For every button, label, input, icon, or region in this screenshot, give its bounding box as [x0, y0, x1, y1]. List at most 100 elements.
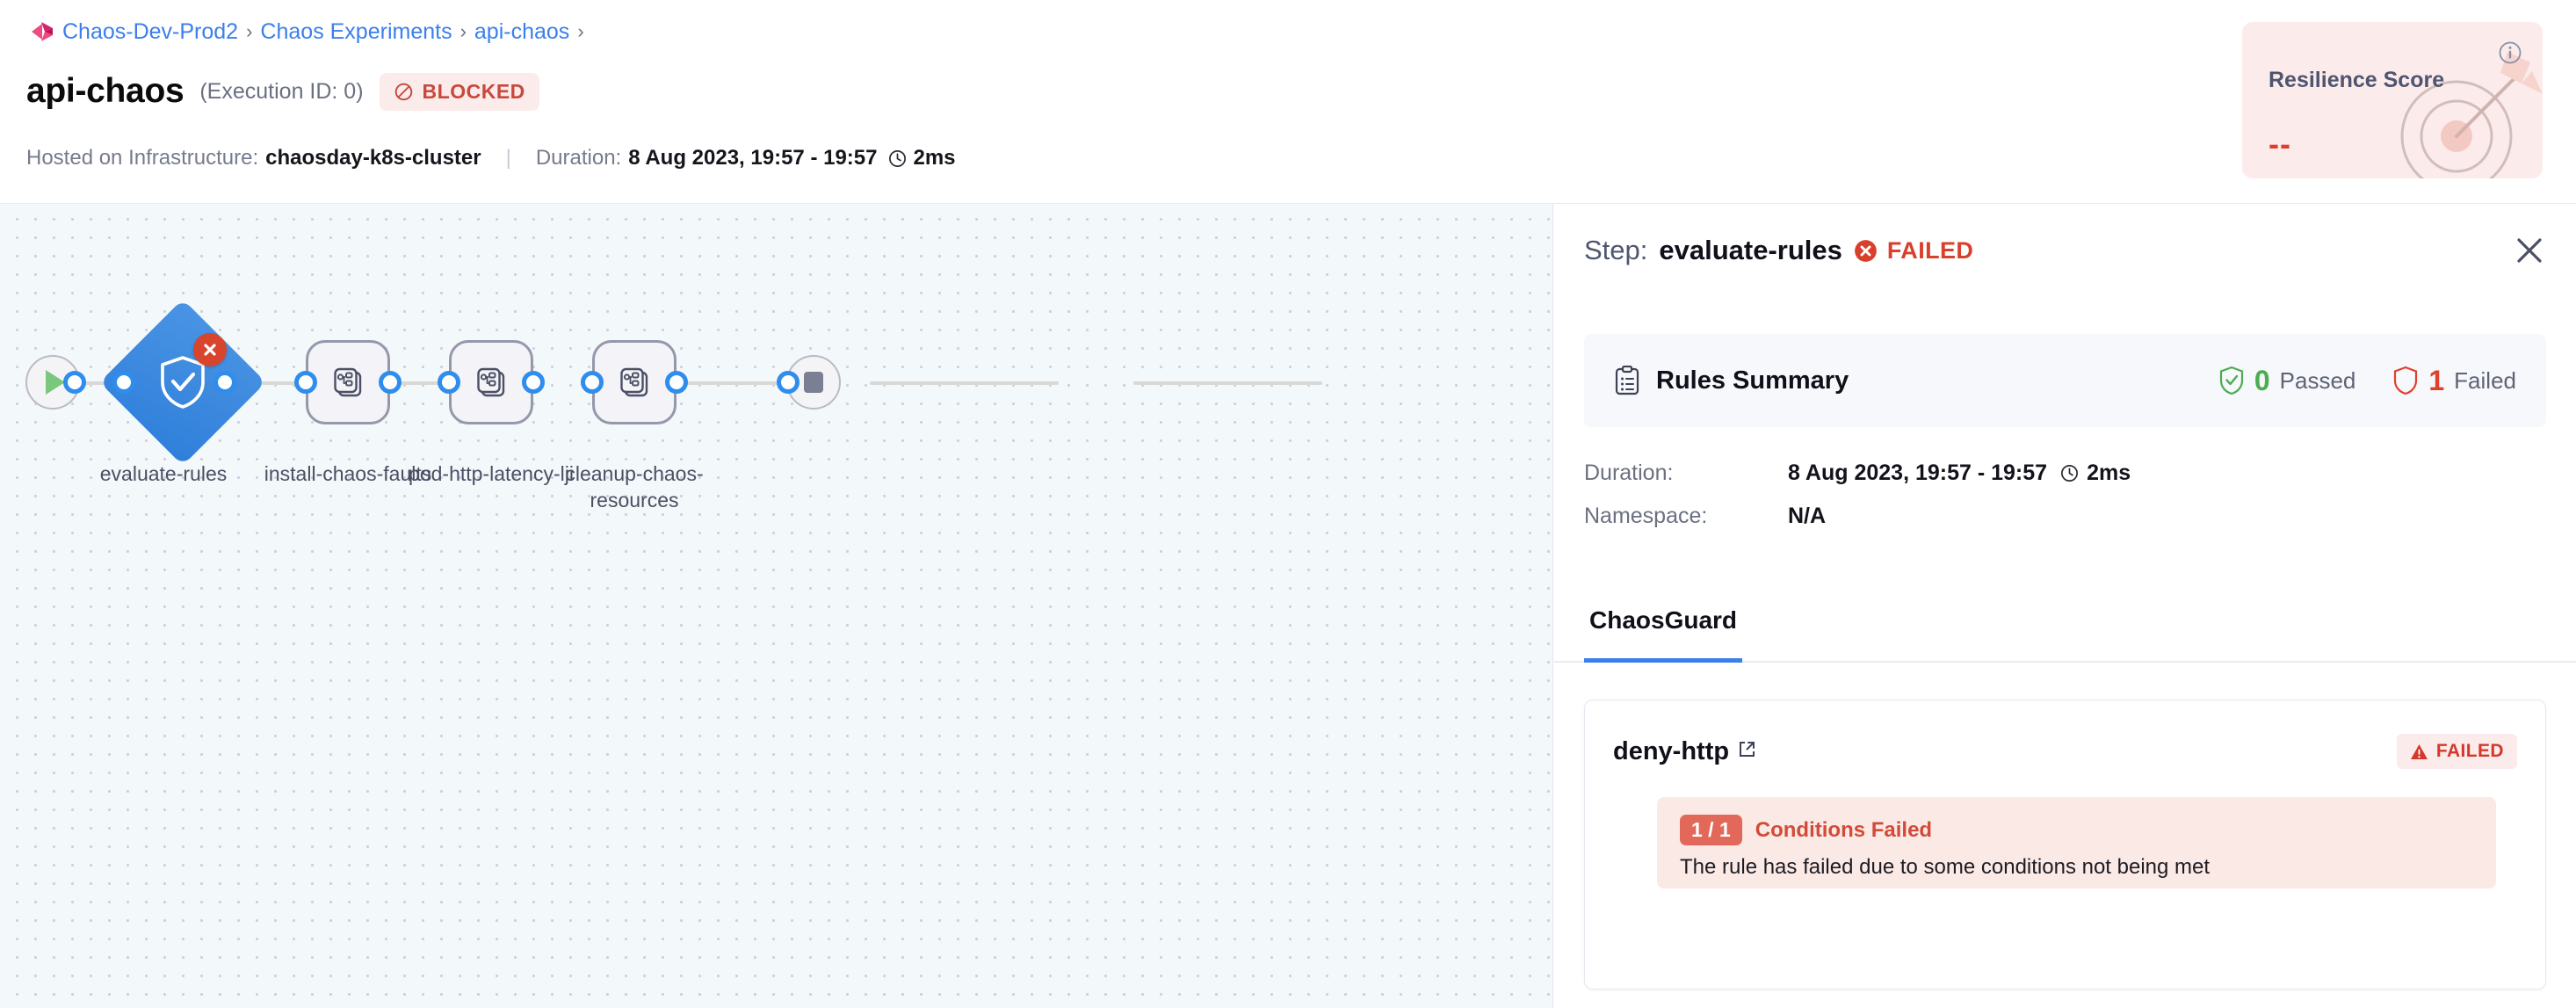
detail-key-duration: Duration: [1584, 460, 1674, 485]
breadcrumb-item-0[interactable]: Chaos-Dev-Prod2 [62, 18, 239, 44]
breadcrumb: Chaos-Dev-Prod2 › Chaos Experiments › ap… [30, 20, 584, 43]
error-x-icon [1855, 239, 1877, 262]
conditions-failed-alert: 1 / 1 Conditions Failed The rule has fai… [1657, 797, 2496, 888]
evaluate-rules-port-out[interactable] [213, 371, 236, 394]
detail-duration-elapsed: 2ms [2087, 460, 2131, 485]
panel-status-label: FAILED [1886, 236, 1974, 264]
error-x-icon [204, 344, 216, 356]
infrastructure-value: chaosday-k8s-cluster [265, 146, 481, 170]
duration-value: 8 Aug 2023, 19:57 - 19:57 [628, 146, 878, 170]
graph-node-label-pod-http-latency-lji: pod-http-latency-lji [409, 462, 574, 485]
step-details-panel: Step: evaluate-rules FAILED [1554, 204, 2576, 1008]
edge-install-to-pod [597, 381, 786, 385]
graph-node-label-evaluate-rules: evaluate-rules [99, 462, 228, 485]
info-icon[interactable] [2497, 40, 2523, 66]
edge-pod-to-cleanup [870, 381, 1059, 385]
external-link-icon[interactable] [1738, 740, 1756, 758]
conditions-failed-count: 1 / 1 [1680, 815, 1742, 845]
shield-check-icon [2219, 366, 2243, 395]
panel-title-prefix: Step: [1584, 235, 1648, 265]
install-chaos-faults-port-in[interactable] [294, 371, 317, 394]
edge-cleanup-to-end [1133, 381, 1322, 385]
clock-icon [889, 149, 907, 167]
chaos-step-icon [334, 367, 362, 397]
resilience-score-card: Resilience Score -- [2242, 22, 2543, 178]
rules-passed-label: Passed [2279, 366, 2356, 394]
panel-tabs: ChaosGuard [1554, 601, 2576, 663]
evaluate-rules-port-in[interactable] [112, 371, 135, 394]
shield-icon [2394, 366, 2418, 395]
rules-passed-stat: 0 Passed [2218, 364, 2356, 397]
resilience-score-value: -- [2268, 126, 2291, 162]
resilience-score-title: Resilience Score [2268, 68, 2445, 92]
breadcrumb-separator: › [246, 20, 253, 42]
harness-chaos-logo-icon [32, 22, 53, 41]
graph-node-install-chaos-faults[interactable] [306, 340, 390, 424]
pipeline-graph-canvas[interactable]: evaluate-rules install-chaos-faults [0, 204, 1553, 1008]
cleanup-chaos-resources-port-in[interactable] [581, 371, 604, 394]
warning-triangle-icon [2410, 743, 2428, 759]
rule-status-badge: FAILED [2396, 734, 2517, 769]
pod-http-latency-lji-port-out[interactable] [522, 371, 545, 394]
execution-meta: Hosted on Infrastructure: chaosday-k8s-c… [26, 146, 956, 170]
status-badge-label: BLOCKED [422, 79, 525, 103]
shield-check-icon [161, 356, 205, 409]
rules-summary-stats: 0 Passed 1 Failed [2218, 365, 2516, 397]
tab-chaosguard[interactable]: ChaosGuard [1584, 601, 1743, 663]
play-icon [46, 370, 65, 395]
blocked-circle-icon [394, 83, 412, 100]
graph-node-pod-http-latency-lji[interactable] [449, 340, 533, 424]
detail-value-namespace: N/A [1788, 504, 1827, 528]
rules-summary-card: Rules Summary 0 Passed 1 Failed [1584, 334, 2546, 427]
node-status-error-badge[interactable] [193, 333, 227, 366]
rule-card-header: deny-http FAILED [1613, 734, 2517, 769]
step-detail-list: Duration: 8 Aug 2023, 19:57 - 19:57 2ms … [1584, 460, 2131, 547]
conditions-failed-title: Conditions Failed [1755, 817, 1933, 842]
title-row: api-chaos (Execution ID: 0) BLOCKED [26, 72, 539, 111]
detail-value-duration: 8 Aug 2023, 19:57 - 19:57 2ms [1788, 460, 2131, 486]
cleanup-chaos-resources-port-out[interactable] [665, 371, 688, 394]
rules-failed-count: 1 [2428, 364, 2445, 396]
graph-node-label-install-chaos-faults: install-chaos-faults [264, 462, 432, 485]
detail-key-namespace: Namespace: [1584, 504, 1708, 528]
execution-id: (Execution ID: 0) [199, 78, 364, 104]
pod-http-latency-lji-port-in[interactable] [438, 371, 460, 394]
rules-summary-title: Rules Summary [1656, 366, 1849, 395]
breadcrumb-item-2[interactable]: api-chaos [474, 18, 570, 44]
duration-label: Duration: [535, 146, 622, 170]
rule-name[interactable]: deny-http [1613, 737, 1756, 766]
conditions-failed-heading: 1 / 1 Conditions Failed [1680, 815, 2473, 845]
start-node-port[interactable] [63, 371, 86, 394]
breadcrumb-separator: › [459, 20, 467, 42]
panel-status: FAILED [1854, 237, 1973, 265]
rule-name-label: deny-http [1613, 736, 1730, 765]
clipboard-icon [1615, 366, 1639, 395]
rules-failed-label: Failed [2454, 366, 2516, 394]
rule-status-label: FAILED [2435, 741, 2504, 761]
detail-duration-range: 8 Aug 2023, 19:57 - 19:57 [1788, 460, 2048, 485]
duration-elapsed: 2ms [913, 146, 956, 170]
panel-step-name: evaluate-rules [1659, 235, 1842, 265]
end-node-port[interactable] [777, 371, 800, 394]
breadcrumb-item-1[interactable]: Chaos Experiments [260, 18, 452, 44]
panel-header: Step: evaluate-rules FAILED [1584, 235, 1973, 266]
detail-row-duration: Duration: 8 Aug 2023, 19:57 - 19:57 2ms [1584, 460, 2131, 486]
close-icon[interactable] [2513, 234, 2546, 267]
graph-node-label-cleanup-chaos-resources: cleanup-chaos-resources [565, 462, 704, 512]
breadcrumb-separator-trailing: › [577, 20, 584, 42]
rules-failed-stat: 1 Failed [2392, 365, 2516, 397]
detail-row-namespace: Namespace: N/A [1584, 504, 2131, 529]
rules-passed-count: 0 [2254, 364, 2270, 396]
graph-node-cleanup-chaos-resources[interactable] [592, 340, 677, 424]
rules-summary-heading: Rules Summary [1614, 366, 1849, 395]
infrastructure-label: Hosted on Infrastructure: [26, 146, 259, 170]
chaos-step-icon [620, 367, 648, 397]
chaos-step-icon [477, 367, 505, 397]
page-title: api-chaos [26, 72, 185, 110]
rule-card-deny-http: deny-http FAILED [1584, 700, 2546, 990]
install-chaos-faults-port-out[interactable] [379, 371, 402, 394]
target-arrow-icon [2400, 52, 2543, 178]
stop-icon [804, 372, 823, 393]
page-header: Chaos-Dev-Prod2 › Chaos Experiments › ap… [0, 0, 2576, 204]
